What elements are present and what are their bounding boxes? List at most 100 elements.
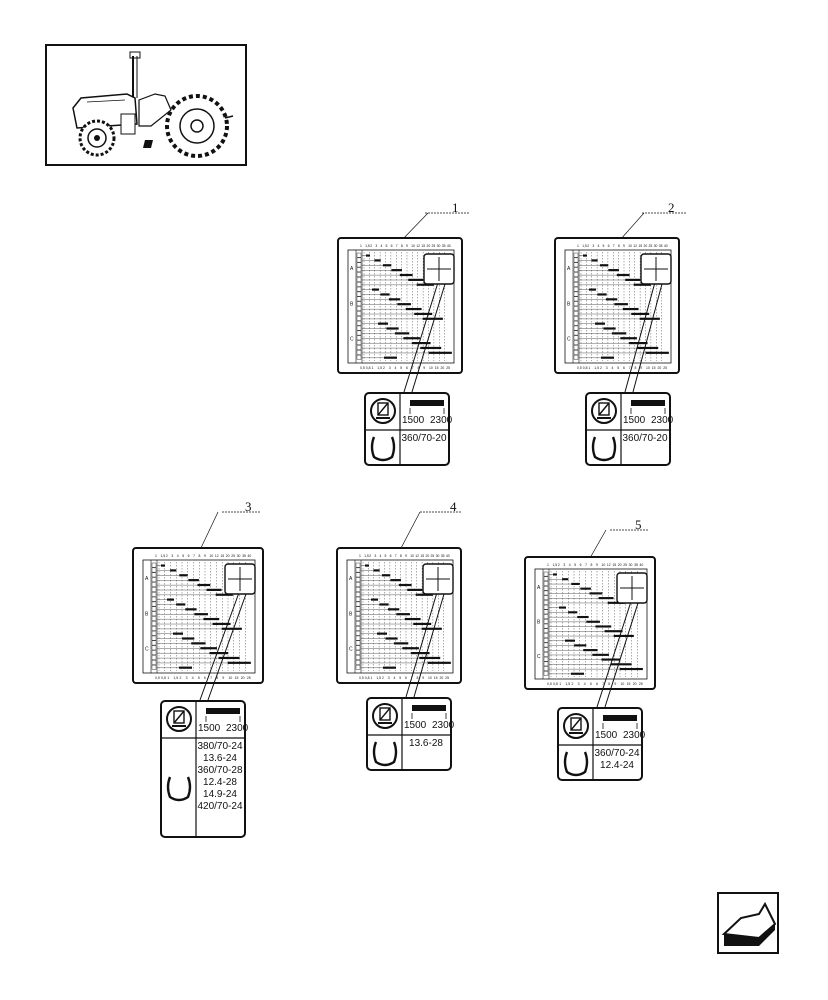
speed-bar bbox=[583, 649, 598, 652]
speed-bar bbox=[366, 254, 370, 257]
speed-bar bbox=[559, 606, 566, 609]
callout-number: 3 bbox=[245, 499, 252, 514]
chart-footer-tick: 9 bbox=[614, 682, 616, 686]
chart-footer-tick: 3 bbox=[606, 366, 608, 370]
speed-bar bbox=[161, 564, 165, 567]
speed-bar bbox=[633, 283, 651, 286]
speed-bar bbox=[383, 666, 396, 669]
speed-bar bbox=[197, 583, 211, 587]
chart-footer-tick: 6 bbox=[596, 682, 598, 686]
chart-footer-tick: 10 bbox=[621, 682, 625, 686]
chart-footer-tick: 9 bbox=[640, 366, 642, 370]
chart-header-tick: 35 bbox=[242, 554, 246, 558]
speed-bar bbox=[393, 642, 409, 645]
speed-bar bbox=[397, 303, 411, 306]
chart-footer-tick: 25 bbox=[446, 366, 450, 370]
engine-speed-icon bbox=[370, 398, 396, 424]
rpm-high-label: 2300 bbox=[430, 415, 453, 426]
speed-bar bbox=[402, 647, 419, 650]
chart-footer-tick: 0,5 bbox=[360, 366, 365, 370]
speed-bar bbox=[203, 617, 220, 621]
speed-bar bbox=[182, 637, 195, 640]
tire-size: 13.6-24 bbox=[203, 753, 237, 764]
speed-bar bbox=[404, 617, 421, 621]
speed-bar bbox=[167, 598, 174, 601]
speed-bar bbox=[598, 597, 614, 600]
next-page-arrow-icon bbox=[721, 901, 777, 946]
speed-bar bbox=[170, 569, 177, 572]
speed-bar bbox=[384, 356, 397, 359]
chart-header-tick: 35 bbox=[442, 244, 446, 248]
speed-bar bbox=[407, 588, 423, 591]
speed-bar bbox=[427, 661, 451, 664]
chart-footer-tick: 15 bbox=[434, 676, 438, 680]
chart-header-tick: 15 bbox=[638, 244, 642, 248]
chart-footer-tick: 7 bbox=[411, 676, 413, 680]
callout-number: 2 bbox=[668, 200, 675, 215]
chart-header-tick: 10 bbox=[628, 244, 632, 248]
chart-footer-tick: 7 bbox=[629, 366, 631, 370]
svg-text:C: C bbox=[349, 647, 353, 653]
speed-bar bbox=[388, 298, 401, 301]
chart-header-tick: 7 bbox=[396, 244, 398, 248]
speed-bar bbox=[415, 593, 433, 596]
chart-header-tick: 15 bbox=[420, 554, 424, 558]
chart-footer-tick: 5 bbox=[590, 682, 592, 686]
chart-header-tick: 30 bbox=[654, 244, 658, 248]
chart-header-tick: 1,5 bbox=[552, 563, 557, 567]
chart-footer-tick: 6 bbox=[406, 366, 408, 370]
chart-footer-tick: 15 bbox=[235, 676, 239, 680]
speed-bar bbox=[381, 574, 391, 577]
chart-footer-tick: 25 bbox=[247, 676, 251, 680]
speed-bar bbox=[571, 582, 580, 585]
chart-header-tick: 1 bbox=[547, 563, 549, 567]
chart-footer-tick: 1,5 bbox=[565, 682, 570, 686]
speed-bar bbox=[614, 303, 628, 306]
engine-speed-icon bbox=[166, 706, 192, 732]
speed-bar bbox=[414, 312, 433, 316]
chart-footer-tick: 0,8 bbox=[365, 676, 370, 680]
speed-bar bbox=[394, 332, 410, 335]
speed-bar bbox=[373, 569, 380, 572]
speed-bar bbox=[619, 667, 643, 671]
chart-footer-tick: 0,5 bbox=[359, 676, 364, 680]
chart-footer-tick: 0,8 bbox=[583, 366, 588, 370]
chart-footer-tick: 15 bbox=[435, 366, 439, 370]
speed-bar bbox=[608, 269, 619, 272]
speed-bar bbox=[206, 588, 222, 591]
speed-bar bbox=[215, 593, 233, 596]
chart-footer-tick: 9 bbox=[422, 676, 424, 680]
speed-bar bbox=[420, 346, 442, 350]
chart-header-tick: 10 bbox=[209, 554, 213, 558]
engine-speed-icon bbox=[563, 713, 589, 739]
chart-footer-tick: 10 bbox=[646, 366, 650, 370]
svg-text:A: A bbox=[145, 576, 149, 582]
chart-footer-tick: 1 bbox=[372, 366, 374, 370]
chart-header-tick: 20 bbox=[618, 563, 622, 567]
rpm-low-label: 1500 bbox=[595, 730, 618, 741]
speed-bar bbox=[179, 666, 192, 669]
speed-bar bbox=[387, 608, 400, 611]
speed-bar bbox=[595, 322, 605, 325]
chart-header-tick: 25 bbox=[623, 563, 627, 567]
next-page-button[interactable] bbox=[717, 892, 779, 954]
chart-footer-tick: 3 bbox=[388, 676, 390, 680]
chart-footer-tick: 9 bbox=[222, 676, 224, 680]
chart-footer-tick: 10 bbox=[428, 676, 432, 680]
tire-size: 14.9-24 bbox=[203, 789, 237, 800]
chart-footer-tick: 2 bbox=[600, 366, 602, 370]
rpm-high-label: 2300 bbox=[623, 730, 646, 741]
chart-footer-tick: 6 bbox=[204, 676, 206, 680]
tire-size-list: 13.6-28 bbox=[403, 738, 449, 750]
chart-header-tick: 5 bbox=[385, 554, 387, 558]
tire-icon bbox=[591, 436, 617, 462]
chart-header-tick: 20 bbox=[426, 244, 430, 248]
chart-header-tick: 35 bbox=[441, 554, 445, 558]
chart-header-tick: 1,5 bbox=[582, 244, 587, 248]
speed-bar bbox=[405, 307, 422, 311]
chart-header-tick: 1,5 bbox=[365, 244, 370, 248]
speed-chart-decal bbox=[337, 237, 463, 374]
speed-bar bbox=[396, 613, 410, 616]
